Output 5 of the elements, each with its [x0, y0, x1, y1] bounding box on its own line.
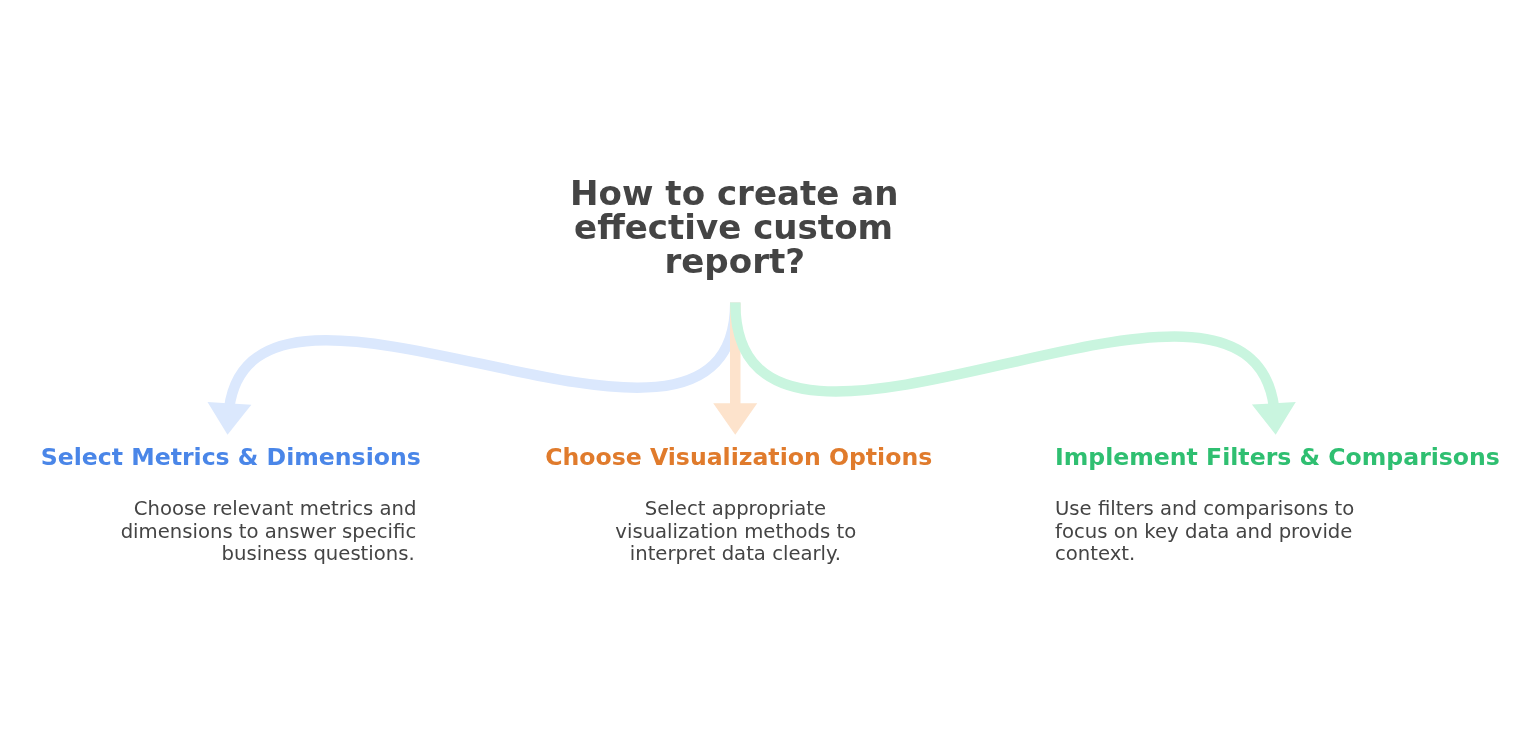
node-text: Choose Visualization Options Select appropriate visualization methods to interpret data clearly.: [545, 442, 933, 565]
node-text: Implement Filters & Comparisons Use filters and comparisons to focus on key data and provide context.: [1054, 442, 1500, 565]
arrow: [730, 300, 1296, 435]
node-text: Select Metrics & Dimensions Choose relevant metrics and dimensions to answer specific business questions.: [40, 442, 421, 565]
node-text: How to create an effective custom report?: [570, 172, 899, 281]
